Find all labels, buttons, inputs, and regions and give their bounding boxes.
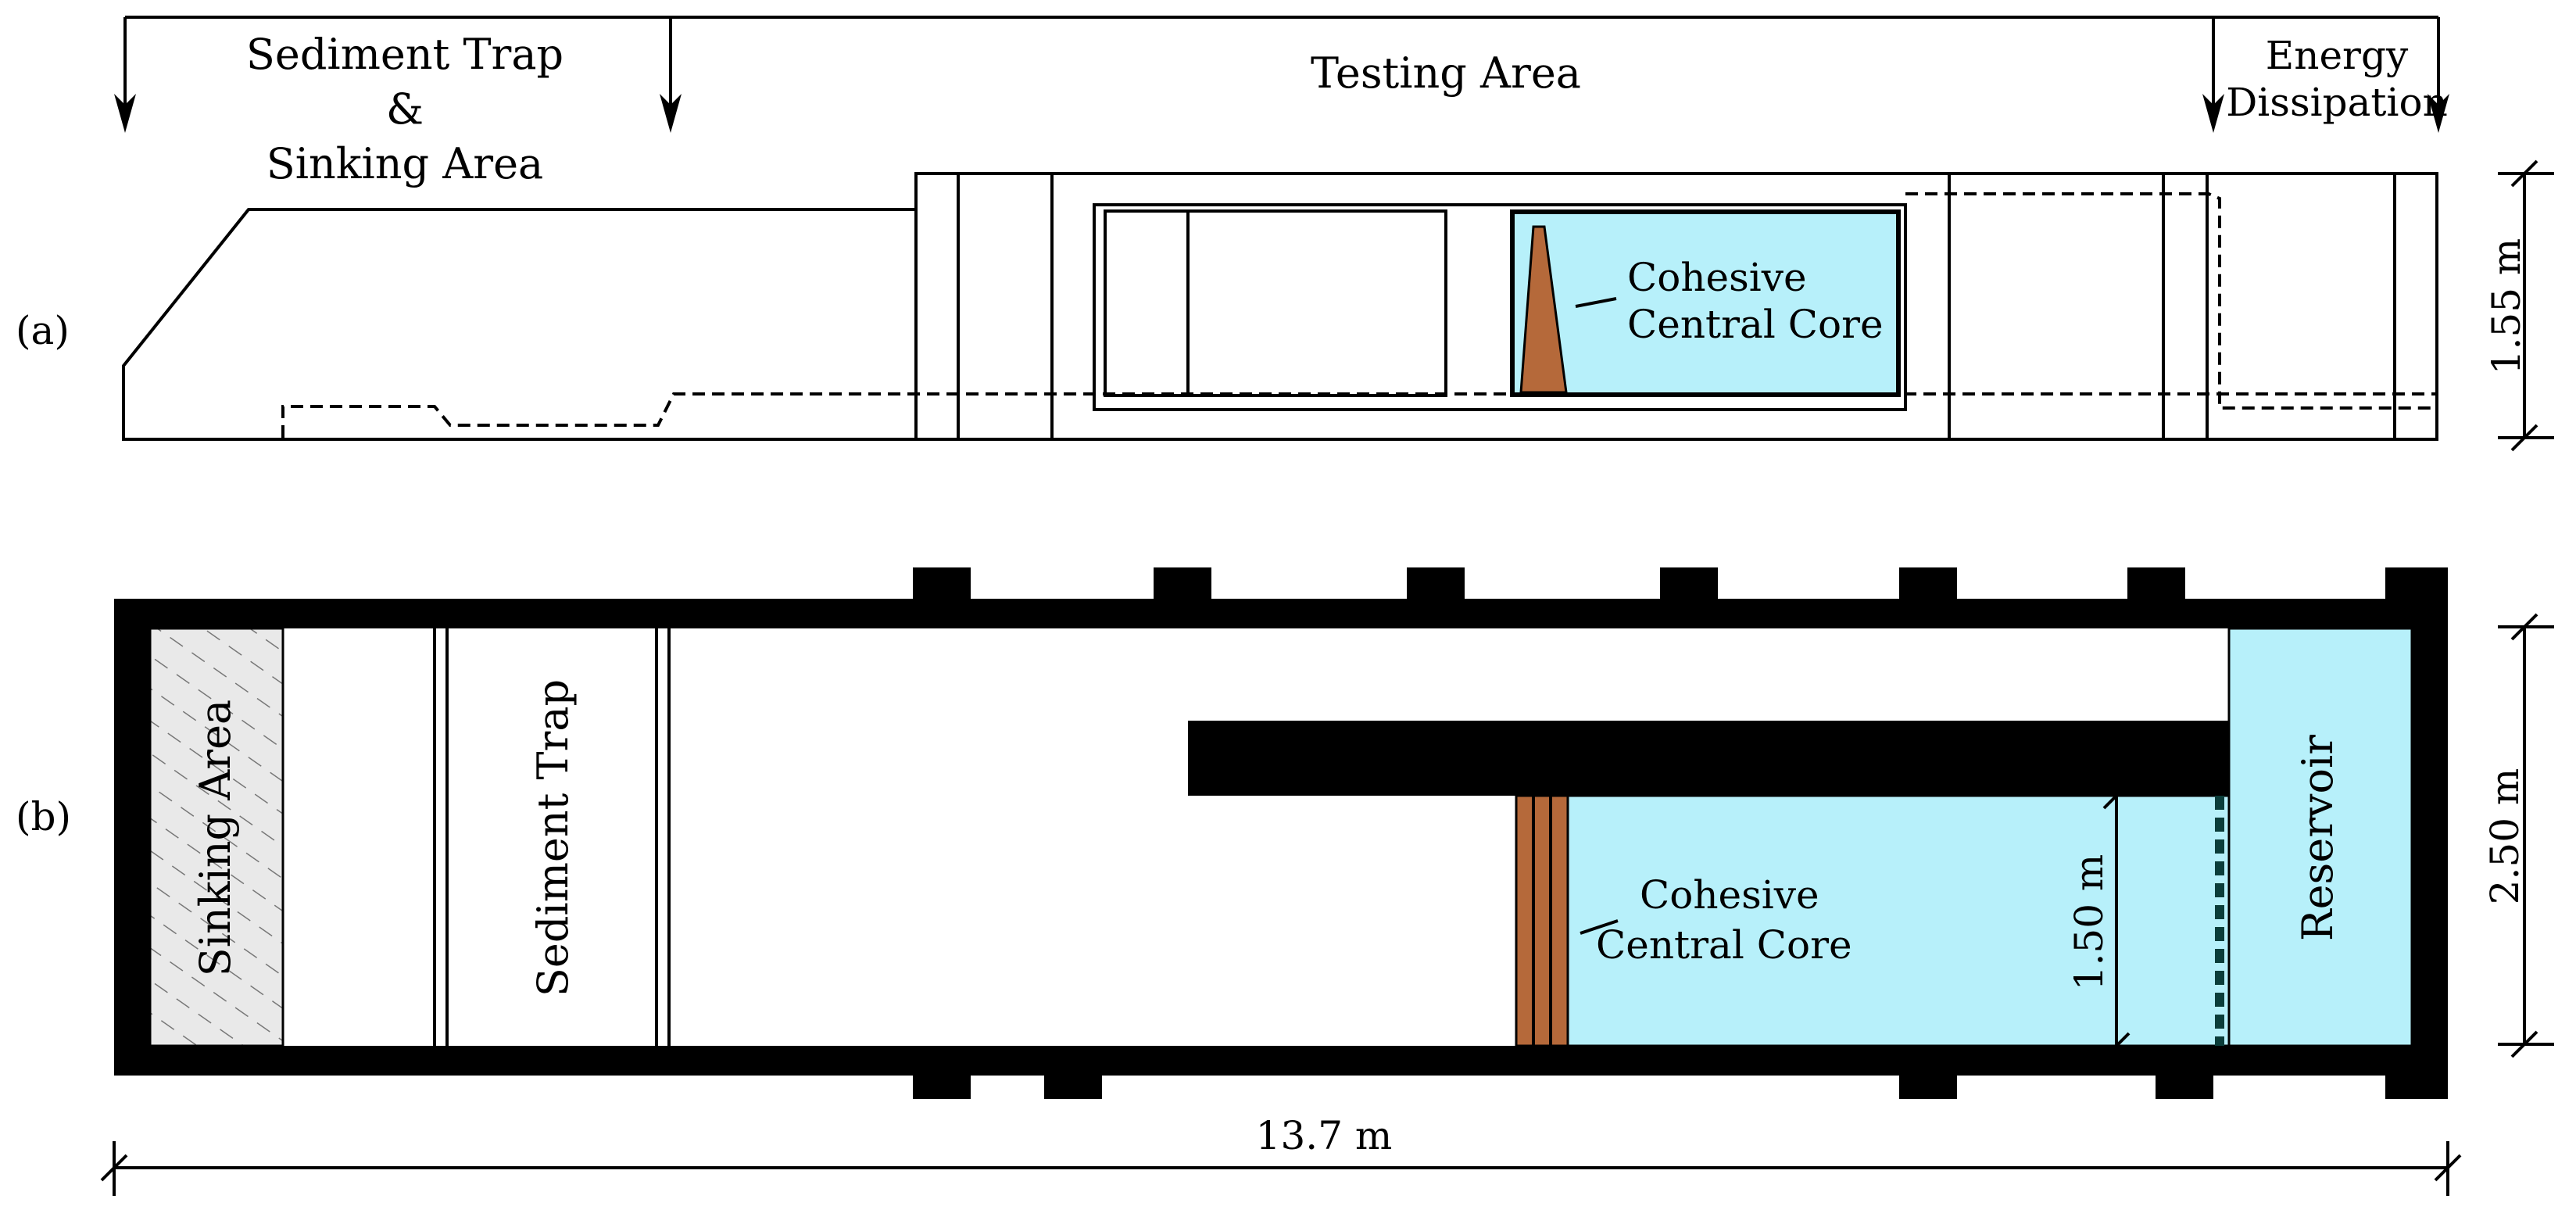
label-dissipation: Dissipation [2226, 80, 2448, 125]
side-view-outline [122, 172, 2438, 441]
side-core-label-1: Cohesive [1627, 255, 1807, 300]
label-sinking-area: Sinking Area [267, 139, 544, 188]
dim-label-1-55: 1.55 m [2484, 238, 2529, 375]
dimension-length [100, 1141, 2462, 1196]
plan-water-zone [1566, 794, 2231, 1047]
reservoir-label: Reservoir [2293, 735, 2342, 941]
dim-label-2-50: 2.50 m [2482, 768, 2528, 905]
dimension-inner-width [2102, 782, 2131, 1060]
sediment-trap-walls [433, 628, 671, 1046]
reservoir-zone [2227, 627, 2413, 1047]
side-core-label-2: Central Core [1627, 302, 1884, 347]
dim-label-1-50: 1.50 m [2066, 854, 2112, 991]
sediment-trap-label: Sediment Trap [528, 679, 578, 997]
sinking-area-zone [148, 627, 284, 1047]
label-sediment-trap-1: Sediment Trap [246, 30, 564, 79]
label-energy: Energy [2266, 33, 2409, 78]
bed-profile-dashed [281, 192, 2437, 438]
plan-core-label-2: Central Core [1596, 922, 1852, 968]
label-testing-area: Testing Area [1311, 48, 1581, 98]
dimension-width-b [2498, 613, 2554, 1058]
plan-walls [114, 567, 2448, 1099]
panel-a-tag: (a) [16, 308, 70, 353]
sinking-area-label: Sinking Area [191, 700, 240, 977]
arrow-down-icon [114, 94, 2449, 133]
dim-label-13-7: 13.7 m [1256, 1113, 1393, 1158]
side-core-shape [1519, 225, 1568, 394]
zone-brackets [123, 16, 2440, 117]
side-core-leader [1575, 297, 1617, 308]
plan-core-strips [1515, 794, 1569, 1047]
plan-core-label-1: Cohesive [1640, 872, 1819, 918]
plan-core-leader [1580, 919, 1619, 935]
dimension-height-a [2498, 159, 2554, 452]
panel-b-tag: (b) [16, 794, 71, 839]
side-water-zone [1512, 211, 1899, 396]
label-sediment-trap-2: & [386, 84, 424, 134]
